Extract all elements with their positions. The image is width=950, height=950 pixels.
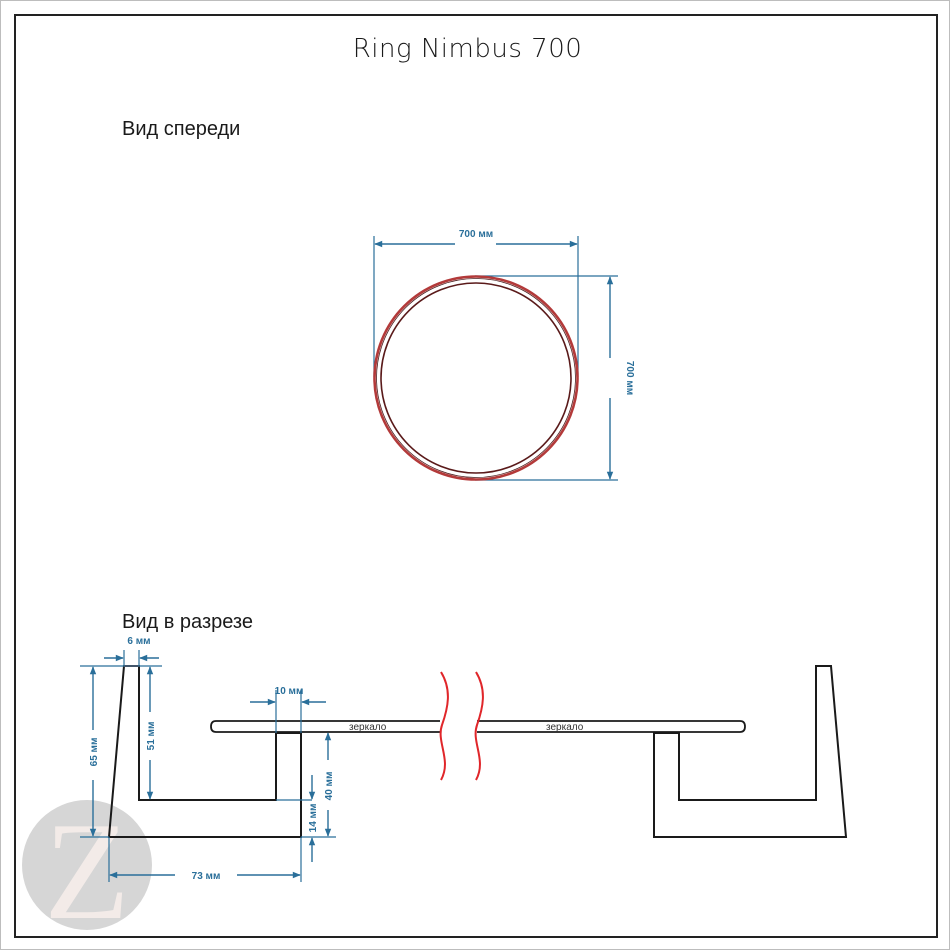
ring-inner xyxy=(380,282,572,474)
dim-73mm-label: 73 мм xyxy=(192,871,221,882)
dim-40mm-label: 40 мм xyxy=(324,772,335,801)
left-frame-profile xyxy=(107,665,302,838)
break-mark-right xyxy=(474,671,484,781)
section-view-label: Вид в разрезе xyxy=(122,611,253,633)
height-dimension-label: 700 мм xyxy=(624,361,635,395)
dim-10mm-label: 10 мм xyxy=(275,686,304,697)
dim-51mm-label: 51 мм xyxy=(146,722,157,751)
mirror-label-left: зеркало xyxy=(349,722,387,733)
front-view-label: Вид спереди xyxy=(122,118,241,140)
watermark-circle xyxy=(22,800,152,930)
width-dimension-label: 700 мм xyxy=(459,229,493,240)
drawing-frame xyxy=(14,14,938,938)
ring-outer xyxy=(373,275,579,481)
front-view: 700 мм 700 мм xyxy=(373,229,635,481)
dim-14mm-label: 14 мм xyxy=(308,804,319,833)
dim-65mm-label: 65 мм xyxy=(89,738,100,767)
page-title: Ring Nimbus 700 xyxy=(352,34,583,64)
dim-6mm-label: 6 мм xyxy=(127,636,150,647)
ring-outer-edge xyxy=(376,278,576,478)
section-view: зеркало зеркало 6 мм 65 мм 51 мм 10 мм 4… xyxy=(80,636,848,882)
watermark-letter: Z xyxy=(44,794,130,949)
mirror-glass-left xyxy=(210,720,440,733)
right-frame-profile xyxy=(653,665,848,838)
mirror-label-right: зеркало xyxy=(546,722,584,733)
break-mark-left xyxy=(439,671,449,781)
mirror-glass-right xyxy=(477,720,746,733)
